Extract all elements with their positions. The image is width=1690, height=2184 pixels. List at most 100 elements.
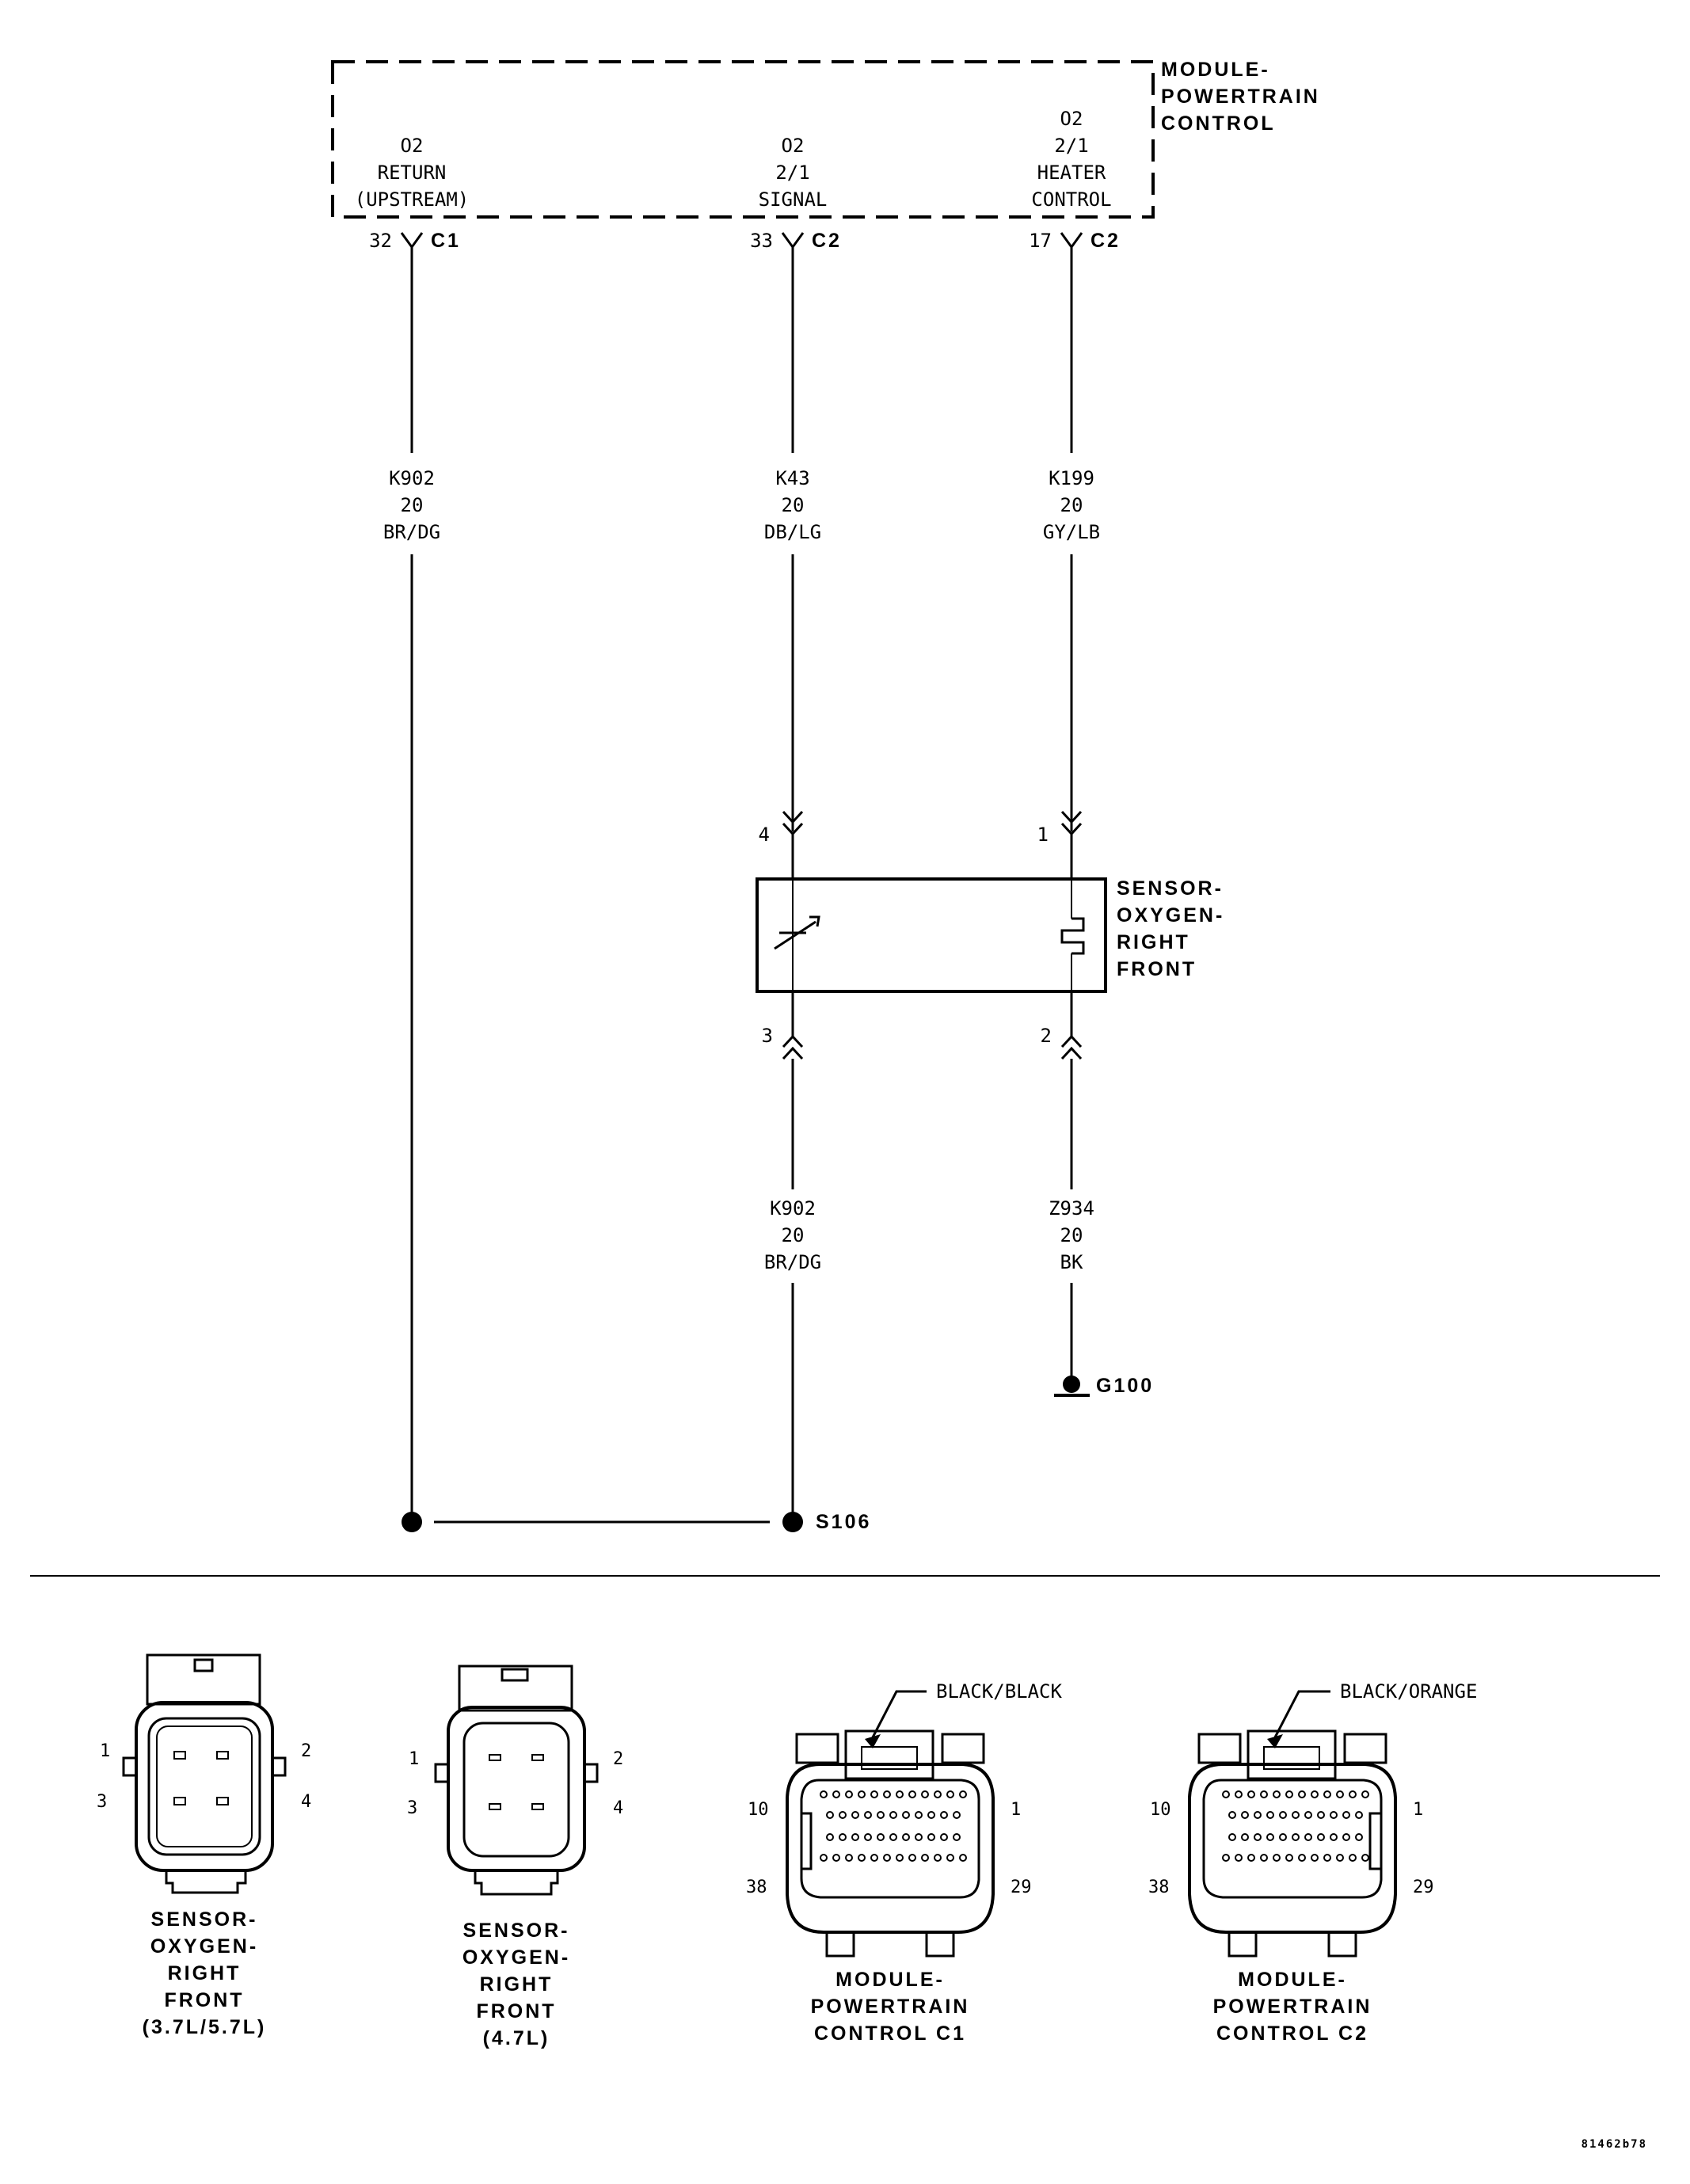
splice-s106: S106 [402,1511,871,1533]
connector-key [801,1812,813,1870]
splice-label: S106 [816,1511,871,1533]
pcm-pin-label: O2 [782,135,805,157]
terminal-cavity [489,1754,501,1761]
connector-face [800,1779,980,1899]
wire-gauge: 20 [782,494,805,516]
connector-title-line: FRONT [476,2000,556,2022]
connector-ear [1197,1733,1242,1764]
pcm-cavity-33-c2: 33 C2 [750,230,839,252]
pin-number: 38 [746,1878,767,1897]
terminal-grid [1222,1790,1369,1862]
ground-g100: G100 [1054,1375,1154,1397]
connector-id: C1 [431,230,461,252]
pcm-pin-label: O2 [1060,108,1083,130]
connector-inner [147,1717,261,1856]
ground-icon [1063,1375,1080,1393]
wire-circuit: K199 [1049,467,1094,489]
connector-face [156,1726,253,1847]
connector-side-tab [584,1763,599,1783]
wire-color: BR/DG [764,1251,821,1273]
sensor-cavity-1: 1 [1037,810,1083,846]
cavity-symbol [1060,232,1083,249]
wire-color: DB/LG [764,521,821,543]
connector-key [1368,1812,1381,1870]
wire-label-k902-lower: K902 20 BR/DG [764,1197,821,1273]
connector-bottom-tab [925,1932,955,1958]
sensor-cavity-3: 3 [762,991,804,1060]
wire-label-k199: K199 20 GY/LB [1043,467,1100,543]
cavity-number: 17 [1029,230,1052,252]
wire-label-k902-upper: K902 20 BR/DG [383,467,440,543]
connector-shell [135,1701,274,1872]
terminal-cavity [173,1751,186,1760]
wire-color: GY/LB [1043,521,1100,543]
wire-label-k43: K43 20 DB/LG [764,467,821,543]
connector-bottom-tab [1228,1932,1258,1958]
pin-number: 1 [100,1741,110,1761]
connector-title-line: OXYGEN- [462,1946,570,1969]
pcm-title-line-1: MODULE- [1161,59,1270,81]
splice-dot-left [402,1512,422,1532]
connector-latch [458,1665,573,1712]
cavity-symbol [782,1034,804,1060]
connector-title-line: SENSOR- [463,1920,570,1942]
wire-gauge: 20 [401,494,424,516]
connector-latch-tab [501,1668,529,1682]
connector-lock-inner [1263,1746,1320,1770]
cavity-symbol [1060,1034,1083,1060]
sensor-title-line-3: RIGHT [1117,931,1190,953]
connector-title-line: (4.7L) [483,2027,550,2049]
pcm-pin-o2-signal: O2 2/1 SIGNAL [759,135,828,211]
pin-number: 4 [301,1792,311,1812]
terminal-cavity [216,1751,229,1760]
sensor-title-line-4: FRONT [1117,958,1197,980]
connector-bottom-lock [474,1870,559,1896]
pcm-title-line-2: POWERTRAIN [1161,86,1320,108]
heater-element-icon [1060,917,1085,955]
sensor-cavity-2: 2 [1041,991,1083,1060]
cavity-number: 4 [759,824,770,846]
sensor-title-line-1: SENSOR- [1117,877,1224,900]
connector-title-line: POWERTRAIN [1213,1996,1372,2018]
terminal-cavity [216,1797,229,1805]
wire-circuit: K902 [770,1197,816,1219]
connector-view-sensor-47: 1 2 3 4 SENSOR- OXYGEN- RIGHT FRONT (4.7… [407,1665,623,2049]
wire-gauge: 20 [1060,494,1083,516]
connector-latch [146,1653,261,1706]
pin-number: 1 [1011,1800,1021,1820]
sensor-outline [756,877,1107,993]
wire-circuit: K902 [389,467,435,489]
cavity-symbol [781,232,805,249]
pin-number: 3 [97,1792,107,1812]
ground-label: G100 [1096,1375,1154,1397]
connector-color-label: BLACK/ORANGE [1340,1680,1477,1703]
pin-number: 1 [409,1749,419,1769]
connector-title-line: FRONT [164,1989,244,2011]
pin-number: 29 [1011,1878,1032,1897]
connector-title-line: MODULE- [1238,1969,1347,1991]
connector-side-tab [272,1756,287,1777]
pcm-pin-label: RETURN [378,162,447,184]
pin-number: 10 [1150,1800,1171,1820]
callout-arrow-icon [865,1734,881,1748]
splice-dot-right [782,1512,803,1532]
pcm-title-line-3: CONTROL [1161,112,1276,135]
pcm-pin-label: CONTROL [1031,188,1111,211]
cavity-number: 3 [762,1025,773,1047]
pcm-module-block: MODULE- POWERTRAIN CONTROL O2 RETURN (UP… [331,59,1320,219]
pin-number: 29 [1413,1878,1434,1897]
connector-lock [844,1729,934,1780]
color-callout-leader [871,1690,927,1738]
wire-color: BK [1060,1251,1083,1273]
pcm-pin-label: O2 [401,135,424,157]
pcm-module-outline [331,60,1155,219]
cavity-number: 33 [750,230,773,252]
connector-lock-inner [861,1746,918,1770]
wire-circuit: K43 [775,467,809,489]
pcm-pin-o2-heater: O2 2/1 HEATER CONTROL [1031,108,1111,211]
wire-gauge: 20 [1060,1224,1083,1246]
wire-color: BR/DG [383,521,440,543]
connector-title-line: SENSOR- [151,1908,258,1931]
figure-id: 81462b78 [1582,2138,1647,2151]
pcm-pin-o2-return: O2 RETURN (UPSTREAM) [355,135,470,211]
